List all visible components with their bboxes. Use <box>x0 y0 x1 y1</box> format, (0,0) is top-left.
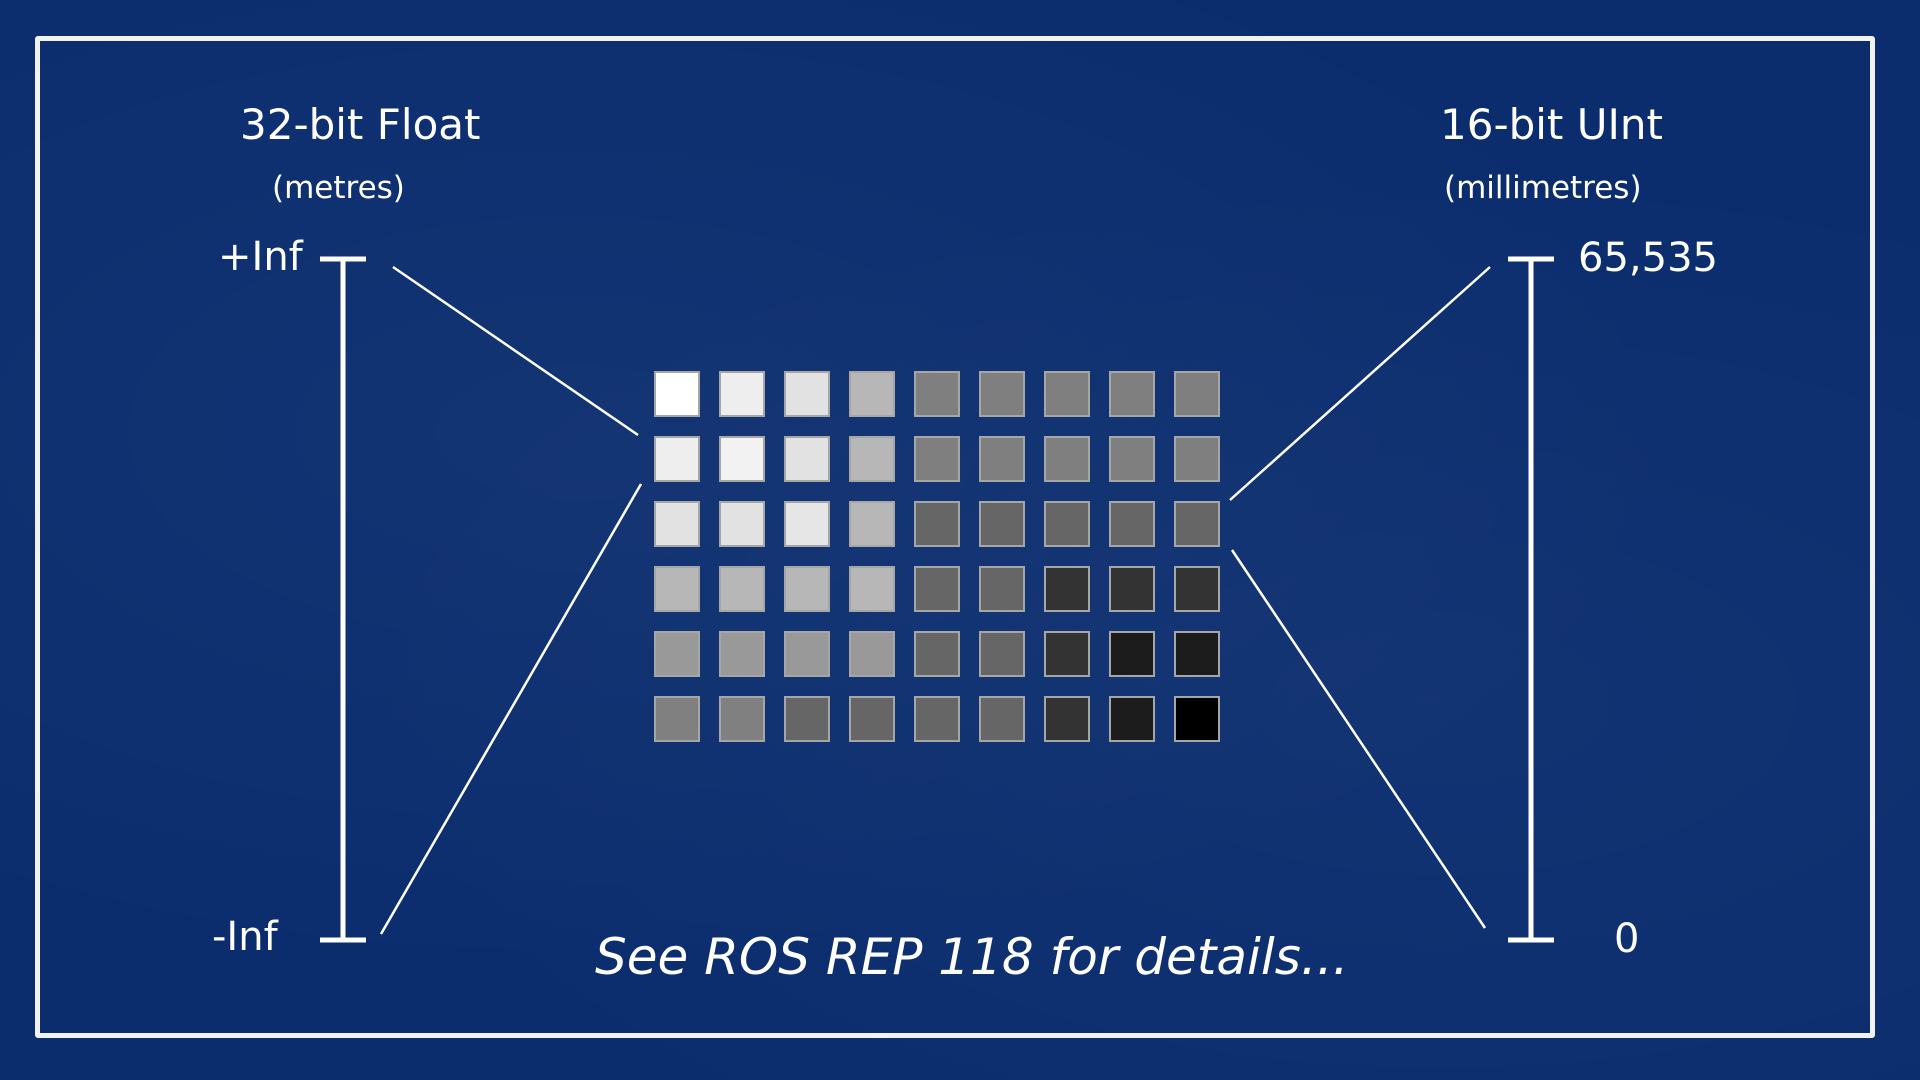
grid-cell-r1-c4 <box>849 371 895 417</box>
grid-cell-r4-c9 <box>1174 566 1220 612</box>
grid-cell-r2-c1 <box>654 436 700 482</box>
footer-note: See ROS REP 118 for details... <box>595 928 1349 986</box>
grid-cell-r5-c7 <box>1044 631 1090 677</box>
grid-cell-r3-c4 <box>849 501 895 547</box>
grid-cell-r1-c2 <box>719 371 765 417</box>
grid-cell-r2-c5 <box>914 436 960 482</box>
grid-cell-r5-c9 <box>1174 631 1220 677</box>
grid-cell-r3-c9 <box>1174 501 1220 547</box>
grid-cell-r6-c5 <box>914 696 960 742</box>
connector-line-bottom-right <box>1230 549 1487 929</box>
grid-cell-r5-c8 <box>1109 631 1155 677</box>
grid-cell-r2-c2 <box>719 436 765 482</box>
grid-cell-r2-c9 <box>1174 436 1220 482</box>
grid-cell-r4-c3 <box>784 566 830 612</box>
grid-cell-r3-c5 <box>914 501 960 547</box>
left-scale-bottom-label: -Inf <box>212 914 278 960</box>
grid-cell-r2-c8 <box>1109 436 1155 482</box>
grid-cell-r2-c7 <box>1044 436 1090 482</box>
chalk-frame <box>35 36 1875 1038</box>
grid-cell-r6-c2 <box>719 696 765 742</box>
grid-cell-r2-c3 <box>784 436 830 482</box>
grid-cell-r5-c4 <box>849 631 895 677</box>
grid-cell-r1-c7 <box>1044 371 1090 417</box>
grid-cell-r1-c1 <box>654 371 700 417</box>
left-scale-bracket <box>320 256 366 943</box>
grid-cell-r3-c6 <box>979 501 1025 547</box>
grid-cell-r1-c9 <box>1174 371 1220 417</box>
grid-cell-r6-c9 <box>1174 696 1220 742</box>
grid-cell-r4-c5 <box>914 566 960 612</box>
grid-cell-r6-c4 <box>849 696 895 742</box>
grid-cell-r4-c2 <box>719 566 765 612</box>
grid-cell-r3-c1 <box>654 501 700 547</box>
grid-cell-r4-c4 <box>849 566 895 612</box>
grid-cell-r5-c1 <box>654 631 700 677</box>
connector-line-top-left <box>392 265 639 437</box>
grid-cell-r4-c7 <box>1044 566 1090 612</box>
grid-cell-r1-c3 <box>784 371 830 417</box>
right-scale-unit: (millimetres) <box>1444 170 1642 206</box>
grid-cell-r6-c7 <box>1044 696 1090 742</box>
left-scale-unit: (metres) <box>272 170 405 206</box>
right-scale-bottom-label: 0 <box>1614 916 1640 962</box>
connector-line-bottom-left <box>379 483 643 935</box>
grid-cell-r1-c6 <box>979 371 1025 417</box>
grid-cell-r4-c1 <box>654 566 700 612</box>
grid-cell-r5-c3 <box>784 631 830 677</box>
grid-cell-r4-c8 <box>1109 566 1155 612</box>
grid-cell-r6-c3 <box>784 696 830 742</box>
depth-pixel-grid <box>654 371 1220 742</box>
grid-cell-r6-c8 <box>1109 696 1155 742</box>
grid-cell-r3-c3 <box>784 501 830 547</box>
grid-cell-r5-c5 <box>914 631 960 677</box>
right-scale-title: 16-bit UInt <box>1440 100 1663 149</box>
grid-cell-r1-c8 <box>1109 371 1155 417</box>
grid-cell-r3-c2 <box>719 501 765 547</box>
grid-cell-r6-c1 <box>654 696 700 742</box>
grid-cell-r3-c8 <box>1109 501 1155 547</box>
right-scale-bracket <box>1508 256 1554 943</box>
left-scale-title: 32-bit Float <box>240 100 481 149</box>
grid-cell-r2-c4 <box>849 436 895 482</box>
grid-cell-r6-c6 <box>979 696 1025 742</box>
left-scale-top-label: +Inf <box>218 234 303 280</box>
grid-cell-r5-c6 <box>979 631 1025 677</box>
grid-cell-r5-c2 <box>719 631 765 677</box>
connector-line-top-right <box>1229 266 1491 501</box>
grid-cell-r1-c5 <box>914 371 960 417</box>
right-scale-top-label: 65,535 <box>1578 235 1718 281</box>
grid-cell-r2-c6 <box>979 436 1025 482</box>
grid-cell-r3-c7 <box>1044 501 1090 547</box>
grid-cell-r4-c6 <box>979 566 1025 612</box>
